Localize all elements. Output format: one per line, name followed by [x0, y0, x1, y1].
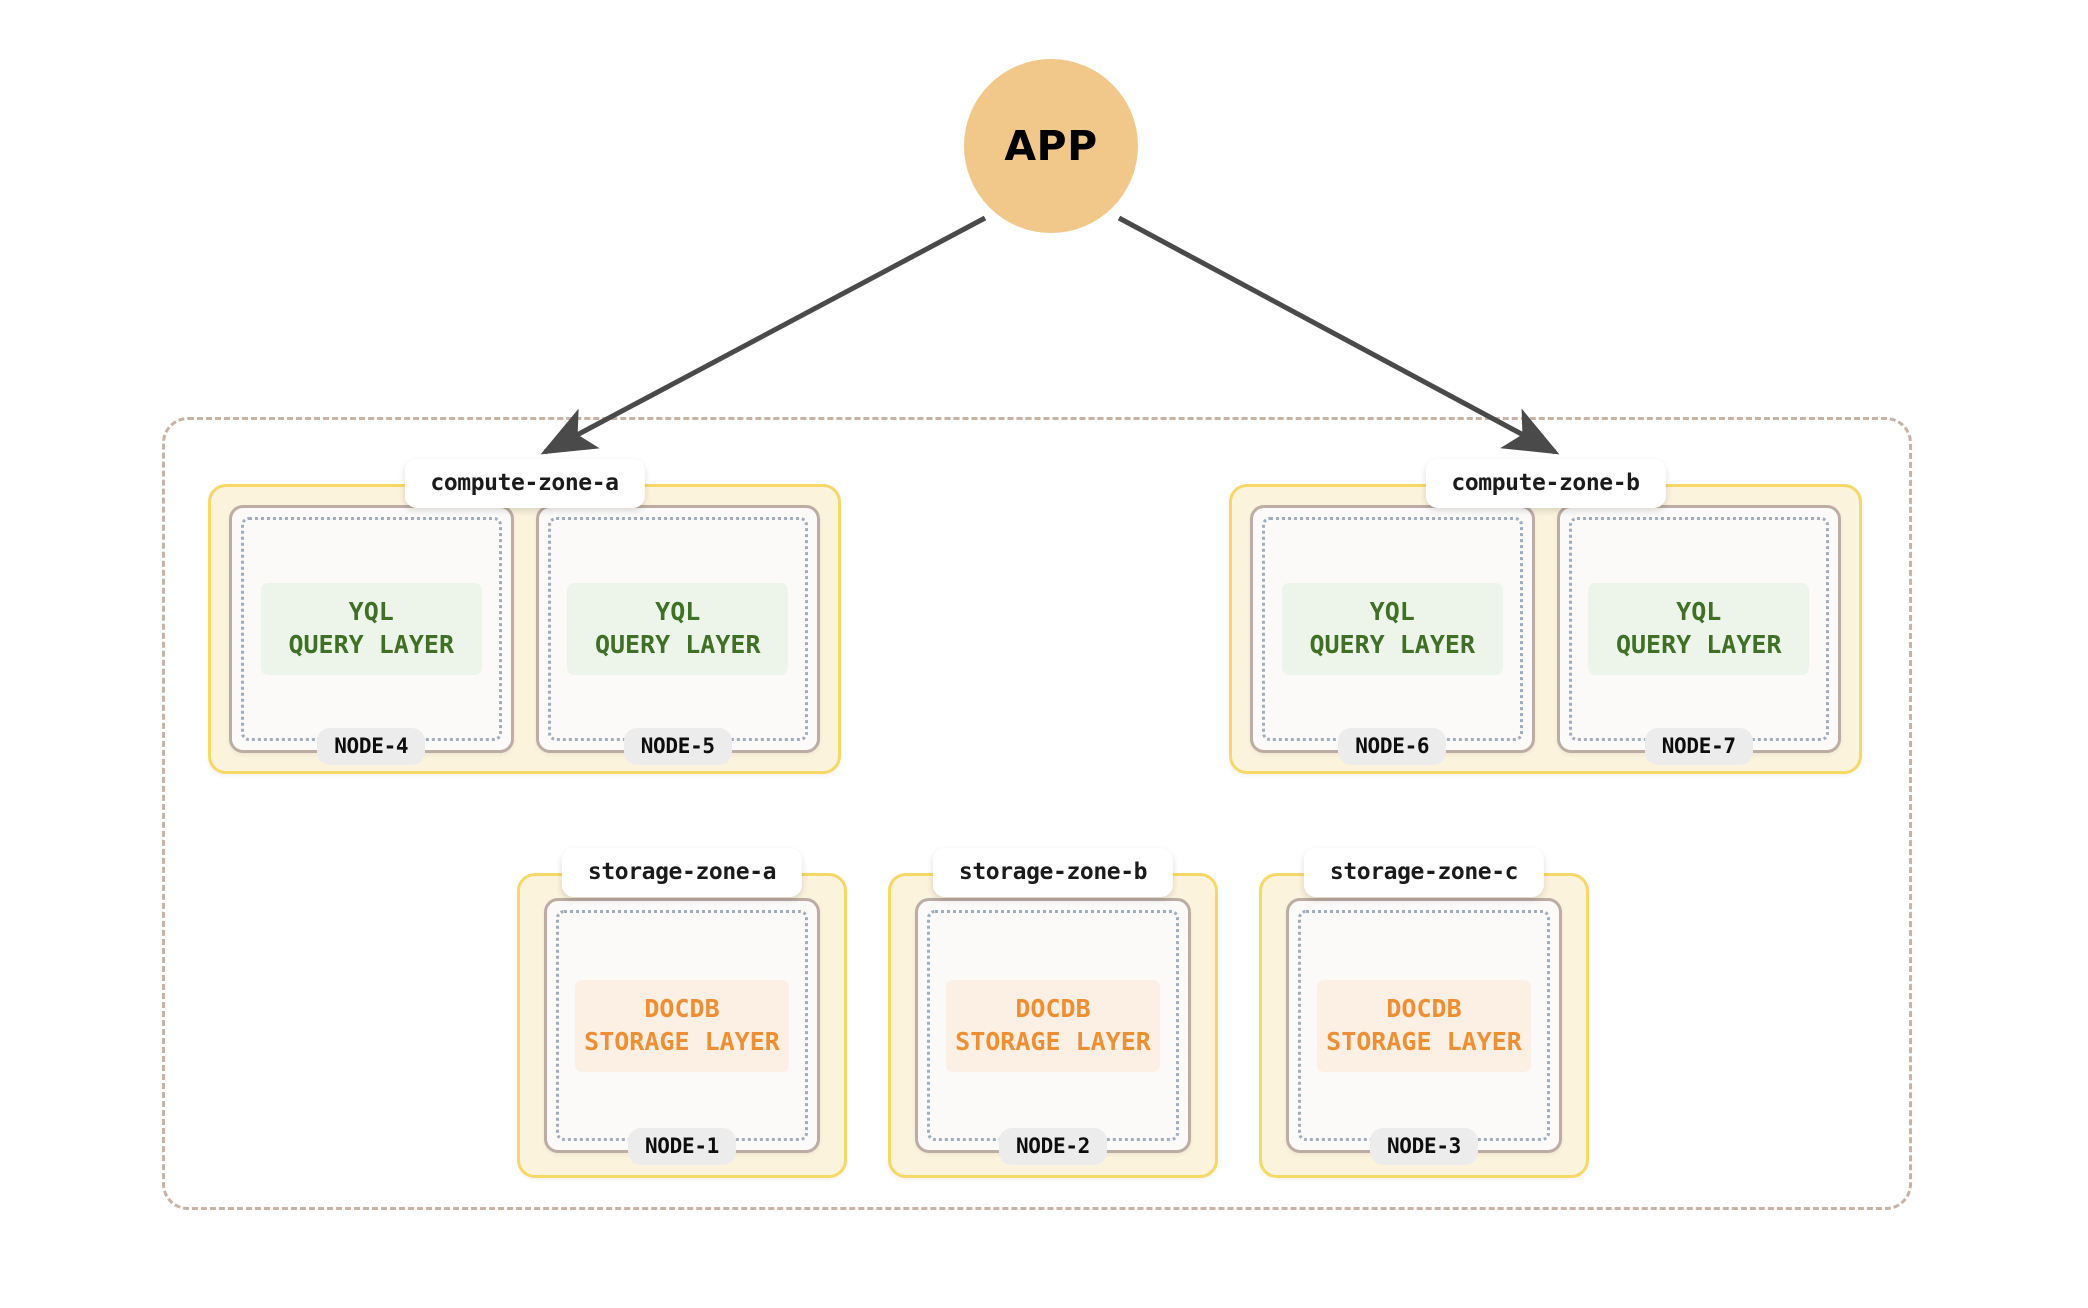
- node-5-layer-band: YQL QUERY LAYER: [567, 583, 789, 675]
- node-2-badge: NODE-2: [998, 1128, 1108, 1165]
- zone-label-storage-zone-b: storage-zone-b: [932, 848, 1174, 897]
- node-6-badge: NODE-6: [1338, 728, 1447, 765]
- node-6-layer-band: YQL QUERY LAYER: [1281, 583, 1503, 675]
- node-7-layer-band: YQL QUERY LAYER: [1588, 583, 1810, 675]
- node-5-badge: NODE-5: [623, 728, 732, 765]
- node-4-layer-line2: QUERY LAYER: [288, 630, 455, 659]
- node-4-layer-line1: YQL: [348, 597, 394, 626]
- node-3-layer-line1: DOCDB: [1386, 993, 1462, 1023]
- node-1-layer-line2: STORAGE LAYER: [584, 1026, 780, 1056]
- node-4-inner: YQL QUERY LAYER: [241, 517, 502, 741]
- node-6-layer-line2: QUERY LAYER: [1309, 630, 1476, 659]
- node-6-layer-line1: YQL: [1369, 597, 1415, 626]
- zone-storage-zone-c[interactable]: storage-zone-c DOCDB STORAGE LAYER NODE-…: [1259, 848, 1589, 1178]
- node-2[interactable]: DOCDB STORAGE LAYER NODE-2: [915, 898, 1191, 1165]
- node-3-badge: NODE-3: [1369, 1128, 1479, 1165]
- node-7-layer-line2: QUERY LAYER: [1615, 630, 1782, 659]
- node-3-layer-line2: STORAGE LAYER: [1326, 1026, 1522, 1056]
- node-4[interactable]: YQL QUERY LAYER NODE-4: [229, 505, 514, 765]
- node-7-layer-line1: YQL: [1676, 597, 1722, 626]
- zone-inner-storage-zone-b: DOCDB STORAGE LAYER NODE-2: [891, 876, 1215, 1175]
- node-5-layer-line2: QUERY LAYER: [594, 630, 761, 659]
- node-7[interactable]: YQL QUERY LAYER NODE-7: [1556, 505, 1841, 765]
- node-4-badge: NODE-4: [317, 728, 426, 765]
- zone-inner-compute-zone-b: YQL QUERY LAYER NODE-6 YQL QUERY LAYER N…: [1232, 487, 1859, 771]
- node-6[interactable]: YQL QUERY LAYER NODE-6: [1250, 505, 1535, 765]
- node-1-badge: NODE-1: [627, 1128, 737, 1165]
- node-2-layer-line2: STORAGE LAYER: [955, 1026, 1151, 1056]
- zone-label-storage-zone-a: storage-zone-a: [561, 848, 803, 897]
- zone-storage-zone-a[interactable]: storage-zone-a DOCDB STORAGE LAYER NODE-…: [517, 848, 847, 1178]
- node-2-inner: DOCDB STORAGE LAYER: [927, 910, 1179, 1141]
- node-7-inner: YQL QUERY LAYER: [1568, 517, 1829, 741]
- zone-storage-zone-b[interactable]: storage-zone-b DOCDB STORAGE LAYER NODE-…: [888, 848, 1218, 1178]
- zone-compute-zone-a[interactable]: compute-zone-a YQL QUERY LAYER NODE-4 YQ…: [208, 459, 841, 774]
- node-7-badge: NODE-7: [1644, 728, 1753, 765]
- cluster-region-boundary: [162, 417, 1912, 1210]
- node-2-layer-band: DOCDB STORAGE LAYER: [946, 979, 1160, 1072]
- app-node-label: APP: [1004, 122, 1098, 170]
- node-3[interactable]: DOCDB STORAGE LAYER NODE-3: [1286, 898, 1562, 1165]
- node-4-layer-band: YQL QUERY LAYER: [260, 583, 482, 675]
- zone-inner-compute-zone-a: YQL QUERY LAYER NODE-4 YQL QUERY LAYER N…: [211, 487, 838, 771]
- node-5-inner: YQL QUERY LAYER: [547, 517, 808, 741]
- zone-label-compute-zone-a: compute-zone-a: [404, 459, 645, 508]
- app-node[interactable]: APP: [964, 59, 1138, 233]
- node-5[interactable]: YQL QUERY LAYER NODE-5: [535, 505, 820, 765]
- node-1-inner: DOCDB STORAGE LAYER: [556, 910, 808, 1141]
- node-1-layer-band: DOCDB STORAGE LAYER: [575, 979, 789, 1072]
- zone-label-compute-zone-b: compute-zone-b: [1425, 459, 1666, 508]
- zone-inner-storage-zone-a: DOCDB STORAGE LAYER NODE-1: [520, 876, 844, 1175]
- node-1[interactable]: DOCDB STORAGE LAYER NODE-1: [544, 898, 820, 1165]
- connector-app-to-compute-zone-b: [1117, 215, 1560, 455]
- node-1-layer-line1: DOCDB: [644, 993, 720, 1023]
- node-3-layer-band: DOCDB STORAGE LAYER: [1317, 979, 1531, 1072]
- node-6-inner: YQL QUERY LAYER: [1262, 517, 1523, 741]
- zone-inner-storage-zone-c: DOCDB STORAGE LAYER NODE-3: [1262, 876, 1586, 1175]
- node-5-layer-line1: YQL: [655, 597, 701, 626]
- connector-app-to-compute-zone-a: [540, 215, 987, 455]
- zone-label-storage-zone-c: storage-zone-c: [1303, 848, 1545, 897]
- zone-compute-zone-b[interactable]: compute-zone-b YQL QUERY LAYER NODE-6 YQ…: [1229, 459, 1862, 774]
- node-2-layer-line1: DOCDB: [1015, 993, 1091, 1023]
- node-3-inner: DOCDB STORAGE LAYER: [1298, 910, 1550, 1141]
